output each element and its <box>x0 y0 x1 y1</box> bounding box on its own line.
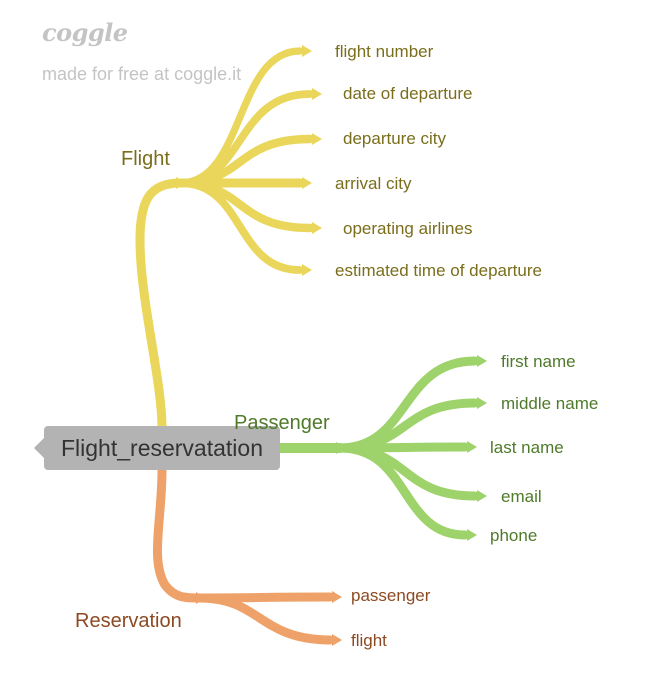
hub-passenger-marker <box>336 442 346 454</box>
leaf-first-name[interactable]: first name <box>501 352 576 371</box>
connector-passenger-leaf-4 <box>335 443 470 540</box>
arrow-passenger-leaf-2 <box>467 441 477 453</box>
leaf-estimated-time-of-departure[interactable]: estimated time of departure <box>335 261 542 280</box>
connector-root-reservation <box>152 465 205 603</box>
arrow-flight-leaf-1 <box>312 88 322 100</box>
arrow-passenger-leaf-0 <box>477 355 487 367</box>
root-node[interactable]: Flight_reservatation <box>34 426 280 470</box>
arrow-flight-leaf-3 <box>302 177 312 189</box>
leaf-flight-number[interactable]: flight number <box>335 42 434 61</box>
coggle-logo: coggle <box>42 18 128 47</box>
arrow-passenger-leaf-1 <box>477 397 487 409</box>
leaf-passenger[interactable]: passenger <box>351 586 431 605</box>
arrow-reservation-leaf-0 <box>332 591 342 603</box>
leaf-email[interactable]: email <box>501 487 542 506</box>
branch-passenger[interactable]: Passenger <box>234 412 330 434</box>
hub-flight-marker <box>176 177 186 189</box>
arrow-flight-leaf-5 <box>302 264 312 276</box>
connector-flight-leaf-5 <box>176 179 304 274</box>
leaf-date-of-departure[interactable]: date of departure <box>343 84 473 103</box>
leaf-last-name[interactable]: last name <box>490 438 564 457</box>
leaf-phone[interactable]: phone <box>490 526 538 545</box>
connector-root-flight <box>135 178 185 433</box>
arrow-flight-leaf-4 <box>312 222 322 234</box>
leaf-arrival-city[interactable]: arrival city <box>335 174 412 193</box>
arrow-passenger-leaf-3 <box>477 490 487 502</box>
leaf-departure-city[interactable]: departure city <box>343 129 446 148</box>
arrow-reservation-leaf-1 <box>332 634 342 646</box>
arrow-flight-leaf-2 <box>312 133 322 145</box>
branch-reservation[interactable]: Reservation <box>75 610 182 632</box>
arrow-flight-leaf-0 <box>302 45 312 57</box>
arrow-passenger-leaf-4 <box>467 529 477 541</box>
brand-tagline: made for free at coggle.it <box>42 64 242 84</box>
hub-reservation-marker <box>196 592 206 604</box>
leaf-flight[interactable]: flight <box>351 631 387 650</box>
connector-reservation-leaf-1 <box>195 593 335 645</box>
leaf-operating-airlines[interactable]: operating airlines <box>343 219 473 238</box>
branch-flight[interactable]: Flight <box>121 148 170 170</box>
leaf-middle-name[interactable]: middle name <box>501 394 599 413</box>
